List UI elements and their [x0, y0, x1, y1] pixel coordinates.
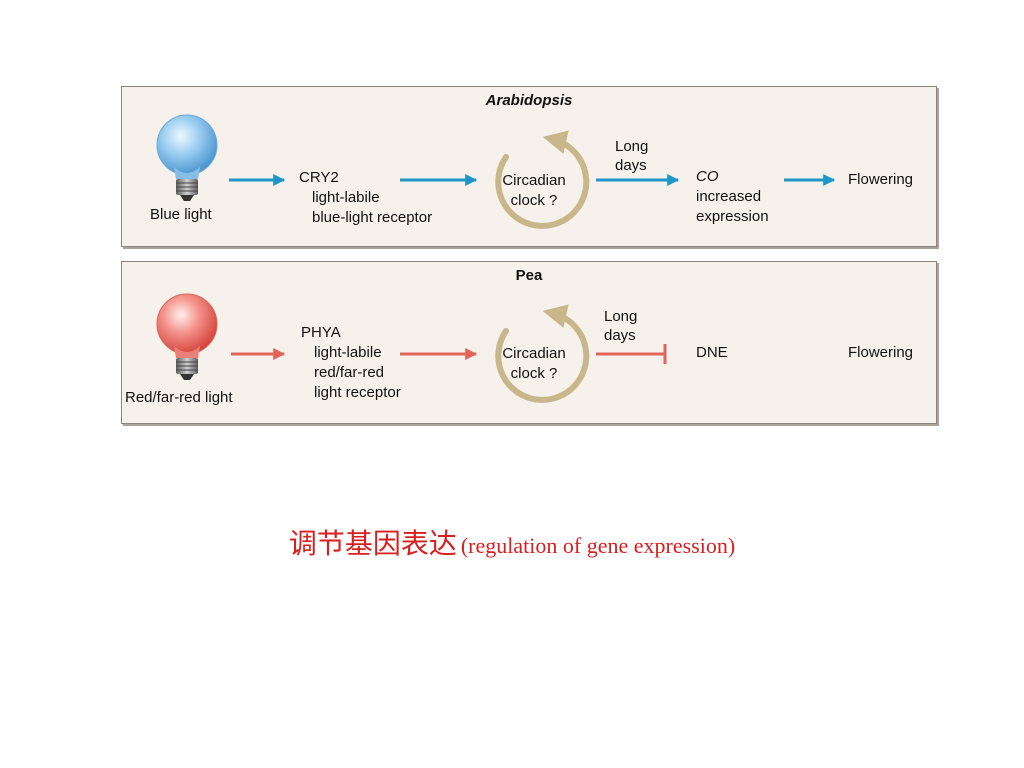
clock-label-line: clock ?	[510, 192, 558, 209]
circadian-clock-ring-icon	[495, 130, 590, 229]
slide-caption: 调节基因表达(regulation of gene expression)	[0, 522, 1024, 562]
signal-label-line: days	[615, 157, 647, 174]
gene-description-line: increased	[696, 188, 762, 205]
bulb-label: Red/far-red light	[125, 389, 233, 406]
receptor-description-line: light receptor	[314, 384, 401, 401]
gene-name: CO	[696, 168, 719, 185]
signal-label-line: Long	[604, 308, 638, 325]
clock-inhibits-gene-line	[596, 344, 667, 364]
receptor-description-line: light-labile	[312, 189, 380, 206]
caption-english: (regulation of gene expression)	[460, 533, 736, 558]
gene-name: DNE	[696, 344, 728, 361]
outcome-label: Flowering	[848, 171, 914, 188]
pea-panel: Pea Red/far-red light PHYA light-labile …	[121, 261, 937, 424]
red-light-bulb-icon	[156, 293, 218, 380]
receptor-description-line: light-labile	[314, 344, 382, 361]
arabidopsis-panel: Arabidopsis Blue light CRY2 light-labile…	[121, 86, 937, 247]
clock-label-line: Circadian	[502, 345, 566, 362]
receptor-description-line: blue-light receptor	[312, 209, 433, 226]
panel-title: Pea	[515, 267, 543, 284]
blue-light-bulb-icon	[156, 114, 218, 201]
caption-chinese: 调节基因表达	[288, 527, 457, 560]
signal-label-line: Long	[615, 138, 649, 155]
bulb-label: Blue light	[150, 206, 212, 223]
receptor-name: PHYA	[301, 324, 341, 341]
pea-flow-graphics	[156, 293, 667, 403]
signal-label-line: days	[604, 327, 636, 344]
panel-title: Arabidopsis	[485, 92, 573, 109]
clock-label-line: Circadian	[502, 172, 566, 189]
circadian-clock-ring-icon	[495, 304, 590, 403]
clock-label-line: clock ?	[510, 365, 558, 382]
gene-description-line: expression	[696, 208, 769, 225]
receptor-name: CRY2	[299, 169, 339, 186]
outcome-label: Flowering	[848, 344, 914, 361]
arabidopsis-flow-graphics	[156, 114, 836, 229]
receptor-description-line: red/far-red	[314, 364, 385, 381]
